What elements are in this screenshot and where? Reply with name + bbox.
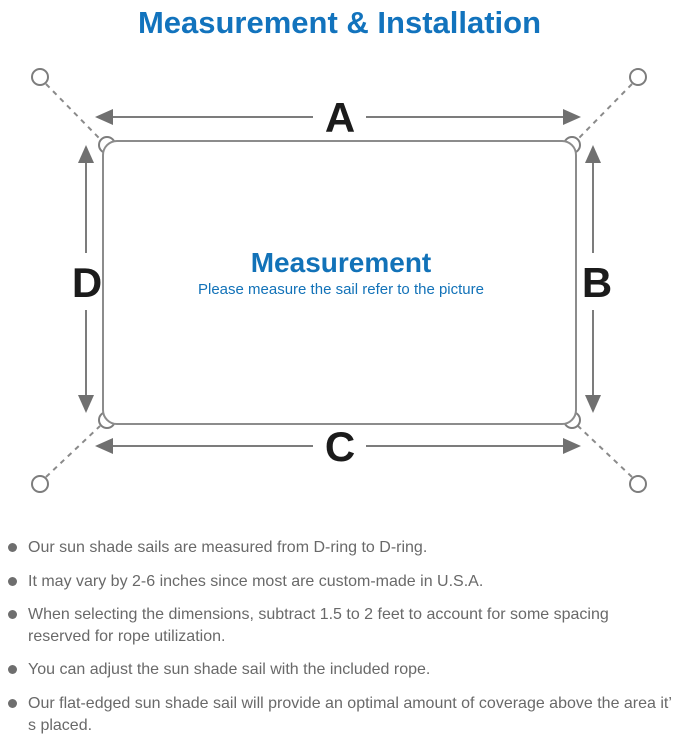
bullet-text: Our flat-edged sun shade sail will provi… [28,694,672,734]
dimension-label-c: C [325,423,355,470]
arrowhead-d-down-icon [78,395,94,413]
dimension-label-d: D [72,259,102,306]
instruction-bullet-list: Our sun shade sails are measured from D-… [8,537,675,736]
bullet-item: Our sun shade sails are measured from D-… [8,537,675,559]
diagram-center-title: Measurement [251,247,432,278]
bullet-text: Our sun shade sails are measured from D-… [28,539,428,556]
page-title: Measurement & Installation [137,5,542,40]
bullet-dot-icon [8,610,17,620]
rope-dashed-line-bottom-right [577,425,633,478]
bullet-dot-icon [8,698,17,708]
arrowhead-a-right-icon [563,109,581,125]
bullet-item: When selecting the dimensions, subtract … [8,604,675,647]
bullet-item: Our flat-edged sun shade sail will provi… [8,693,675,736]
bullet-text: When selecting the dimensions, subtract … [28,606,609,645]
arrowhead-b-down-icon [585,395,601,413]
sail-diagram-canvas: A B C D Measurement Please measure the s… [31,68,647,493]
arrowhead-b-up-icon [585,145,601,163]
bullet-dot-icon [8,665,17,675]
rope-dashed-line-top-left [45,83,101,140]
rope-dashed-line-bottom-left [45,425,101,478]
bullet-dot-icon [8,543,17,552]
bullet-dot-icon [8,576,17,586]
arrowhead-d-up-icon [78,145,94,163]
anchor-ring-bottom-left-icon [31,475,49,493]
sail-rectangle [102,140,577,425]
anchor-ring-top-left-icon [31,68,49,86]
arrowhead-a-left-icon [95,109,113,125]
arrowhead-c-right-icon [563,438,581,454]
rope-dashed-line-top-right [577,83,633,140]
bullet-text: You can adjust the sun shade sail with t… [28,661,431,679]
bullet-item: It may vary by 2-6 inches since most are… [8,571,675,593]
bullet-item: You can adjust the sun shade sail with t… [8,659,675,681]
dimension-label-a: A [325,94,355,141]
dimension-label-b: B [582,259,612,306]
sail-measurement-diagram: A B C D Measurement Please measure the s… [0,60,679,510]
bullet-text: It may vary by 2-6 inches since most are… [28,572,484,590]
diagram-center-subtitle: Please measure the sail refer to the pic… [198,281,484,298]
arrowhead-c-left-icon [95,438,113,454]
anchor-ring-top-right-icon [629,68,647,86]
anchor-ring-bottom-right-icon [629,475,647,493]
